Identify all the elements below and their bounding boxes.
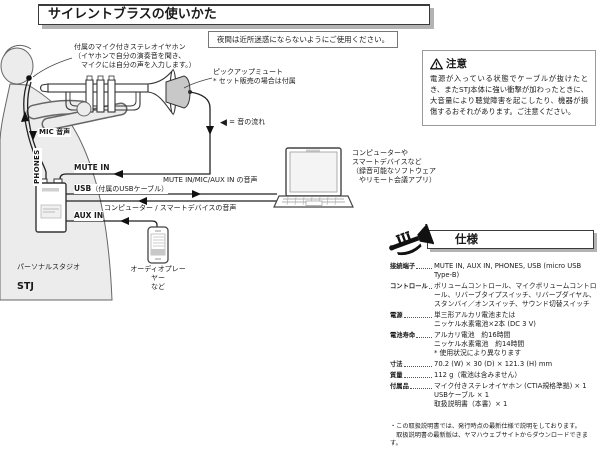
- spec-label: 質量: [390, 371, 403, 379]
- usb-label: USB（付属のUSBケーブル）: [74, 184, 169, 195]
- arrow-down-mic: [29, 131, 37, 141]
- sound-flow-legend: ◀ = 音の流れ: [220, 118, 265, 130]
- dotted-leader: [403, 360, 432, 367]
- earphone-leader-line: [32, 57, 73, 78]
- stj-device-label: パーソナルスタジオ STJ: [17, 254, 80, 303]
- specs-table: 接続端子 MUTE IN, AUX IN, PHONES, USB (micro…: [390, 262, 598, 411]
- spec-value: 112 g（電池は含みません）: [434, 370, 522, 379]
- device-name: STJ: [17, 281, 34, 293]
- flow-arrow-icon: ◀: [220, 118, 227, 128]
- flow-legend-text: = 音の流れ: [229, 118, 266, 126]
- arrow-down-mute: [206, 126, 214, 135]
- pickup-mute: [165, 75, 192, 109]
- spec-row-power: 電源 単三形アルカリ電池または ニッケル水素電池×2本 (DC 3 V): [390, 311, 598, 329]
- audio-to-computer-label: MUTE IN/MIC/AUX IN の音声: [163, 176, 258, 184]
- earphone-dot: [26, 75, 32, 81]
- earphone-annotation: 付属のマイク付きステレオイヤホン （イヤホンで自分の演奏音を聞き、 マイクには自…: [74, 43, 196, 70]
- stj-device: [35, 178, 67, 233]
- pickup-leader-line: [183, 77, 213, 89]
- usb-port-name: USB: [74, 184, 92, 193]
- spec-value: 70.2 (W) × 30 (D) × 121.3 (H) mm: [434, 359, 553, 368]
- dotted-leader: [409, 382, 432, 389]
- dotted-leader: [403, 371, 432, 378]
- dotted-leader: [416, 331, 432, 338]
- mute-cable: [59, 91, 211, 180]
- spec-row-weight: 質量 112 g（電池は含みません）: [390, 371, 598, 380]
- caution-body: 電源が入っている状態でケーブルが抜けたとき、またSTJ本体に強い衝撃が加わったと…: [430, 74, 588, 116]
- spec-row-connectors: 接続端子 MUTE IN, AUX IN, PHONES, USB (micro…: [390, 262, 598, 280]
- aux-in-label: AUX IN: [74, 211, 104, 221]
- dotted-leader: [416, 262, 432, 269]
- spec-value: マイク付きステレオイヤホン (CTIA規格準拠) × 1 USBケーブル × 1…: [434, 381, 587, 408]
- caution-title-text: 注意: [446, 58, 467, 70]
- page-title: サイレントブラスの使いかた: [38, 4, 430, 25]
- arrow-up-phones: [21, 111, 29, 122]
- spec-label: 電源: [390, 311, 403, 319]
- spec-label: コントロール: [390, 282, 428, 290]
- trumpet-icon: [389, 224, 434, 256]
- spec-value: アルカリ電池 約16時間 ニッケル水素電池 約14時間 * 使用状況により異なり…: [434, 330, 525, 357]
- audio-from-computer-label: コンピューター / スマートデバイスの音声: [104, 204, 237, 212]
- caution-title: 注意: [430, 56, 588, 71]
- device-type: パーソナルスタジオ: [17, 263, 80, 272]
- aux-cable: [66, 220, 158, 227]
- mute-in-label: MUTE IN: [74, 163, 110, 173]
- usb-cable-note: （付属のUSBケーブル）: [91, 185, 169, 193]
- spec-value: ボリュームコントロール、マイクボリュームコントロール、リバーブタイプスイッチ、リ…: [434, 281, 597, 308]
- dotted-leader: [428, 282, 432, 289]
- night-use-notice: 夜間は近所迷惑にならないようにご使用ください。: [208, 31, 398, 48]
- spec-label: 付属品: [390, 382, 409, 390]
- spec-row-controls: コントロール ボリュームコントロール、マイクボリュームコントロール、リバーブタイ…: [390, 282, 598, 309]
- spec-row-dimensions: 寸法 70.2 (W) × 30 (D) × 121.3 (H) mm: [390, 360, 598, 369]
- audio-player-annotation: オーディオプレーヤー など: [130, 265, 186, 292]
- arrow-left-aux: [120, 217, 129, 225]
- dotted-leader: [403, 311, 432, 318]
- phones-label: PHONES: [33, 147, 43, 186]
- caution-box: 注意 電源が入っている状態でケーブルが抜けたとき、またSTJ本体に強い衝撃が加わ…: [422, 50, 596, 126]
- spec-row-battery-life: 電池寿命 アルカリ電池 約16時間 ニッケル水素電池 約14時間 * 使用状況に…: [390, 331, 598, 358]
- computer-annotation: コンピューターや スマートデバイスなど （録音可能なソフトウェア やリモート会議…: [352, 149, 436, 185]
- pickup-mute-annotation: ピックアップミュート * セット販売の場合は付属: [213, 68, 296, 86]
- spec-label: 寸法: [390, 360, 403, 368]
- trumpet-illustration: [39, 68, 177, 117]
- arrow-left-mute: [113, 170, 123, 178]
- arrow-left-usb: [138, 197, 147, 205]
- smartphone-illustration: [147, 226, 169, 264]
- laptop-illustration: [273, 147, 354, 208]
- spec-label: 電池寿命: [390, 331, 416, 339]
- arrow-right-usb: [192, 190, 201, 198]
- spec-value: 単三形アルカリ電池または ニッケル水素電池×2本 (DC 3 V): [434, 310, 536, 328]
- warning-icon: [430, 57, 443, 69]
- specs-footnote: ・この取扱説明書では、発行時点の最新仕様で説明をしております。 取扱説明書の最新…: [390, 423, 588, 448]
- spec-label: 接続端子: [390, 263, 416, 270]
- specs-section-title: 仕様: [427, 230, 594, 249]
- spec-row-accessories: 付属品 マイク付きステレオイヤホン (CTIA規格準拠) × 1 USBケーブル…: [390, 382, 598, 409]
- mic-audio-label: MIC 音声: [38, 128, 72, 138]
- spec-value: MUTE IN, AUX IN, PHONES, USB (micro USB …: [434, 262, 582, 279]
- flow-arrows: [21, 111, 214, 225]
